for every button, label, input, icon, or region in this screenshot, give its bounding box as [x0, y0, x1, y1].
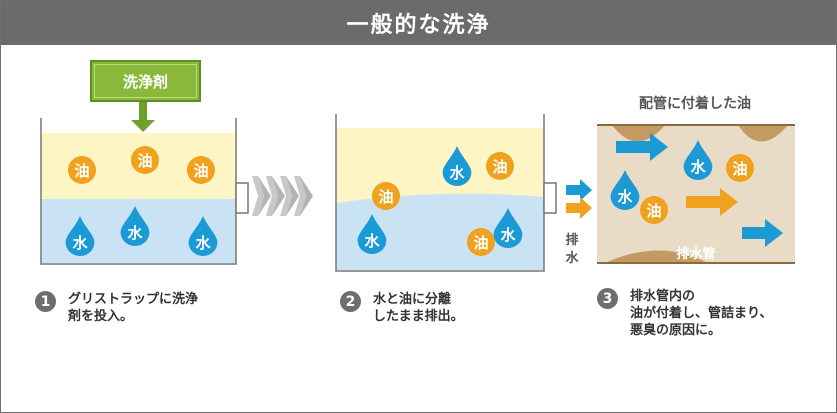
oil-badge — [131, 146, 159, 174]
oil-badge — [372, 182, 400, 210]
detergent-callout: 洗浄剤 — [90, 60, 201, 102]
oil-badge — [68, 156, 96, 184]
step-2-number: 2 — [340, 291, 361, 312]
step-2-line-2: したまま排出。 — [373, 309, 464, 324]
oil-badges — [68, 146, 754, 256]
step-2: 2 水と油に分離 したまま排出。 — [340, 291, 464, 325]
step-3-line-1: 排水管内の — [630, 289, 696, 304]
drain-out-label-top: 排 — [565, 232, 578, 248]
pipe-flow-arrow-1 — [616, 133, 668, 161]
oil-badge-text: 油 — [732, 160, 747, 178]
water-drop-text: 水 — [449, 164, 465, 182]
oil-badge — [726, 154, 754, 182]
water-drop-text: 水 — [127, 224, 143, 242]
pipe-deposit-bottom — [605, 250, 708, 263]
water-drop-text: 水 — [72, 234, 88, 252]
step-3-line-2: 油が付着し、管詰まり、 — [630, 306, 773, 321]
step-1-line-1: グリストラップに洗浄 — [68, 292, 199, 307]
detergent-label: 洗浄剤 — [122, 72, 168, 91]
step-1-number: 1 — [35, 291, 56, 312]
diagram-title: 一般的な洗浄 — [1, 1, 836, 45]
water-drop-text: 水 — [195, 234, 211, 252]
oil-badge-text: 油 — [193, 162, 208, 180]
pipe-deposit-top-right — [738, 125, 788, 142]
outflow-arrows — [566, 179, 592, 219]
pipe-oil-label: 配管に付着した油 — [639, 95, 751, 112]
tank-2-water-layer — [336, 193, 544, 270]
tank-2-outlet — [543, 182, 557, 214]
oil-badge — [486, 152, 514, 180]
oil-badge-text: 油 — [492, 158, 507, 176]
oil-badge-text: 油 — [473, 234, 488, 252]
oil-badge — [187, 156, 215, 184]
oil-badge-text: 油 — [646, 202, 661, 220]
water-drop-text: 水 — [364, 232, 380, 250]
oil-badge-text: 油 — [137, 152, 152, 170]
tank-1-outlet — [235, 182, 249, 214]
water-drop-text: 水 — [500, 226, 516, 244]
pipe-flow-arrow-3 — [742, 219, 783, 247]
oil-badge-text: 油 — [378, 188, 393, 206]
water-drop-text: 水 — [617, 188, 633, 206]
oil-badge — [467, 228, 495, 256]
detergent-arrow — [131, 98, 155, 132]
step-1: 1 グリストラップに洗浄 剤を投入。 — [35, 291, 198, 325]
step-3: 3 排水管内の 油が付着し、管詰まり、 悪臭の原因に。 — [597, 288, 772, 339]
step-2-line-1: 水と油に分離 — [373, 292, 452, 307]
pipe-flow-arrow-2 — [686, 188, 738, 216]
water-drop-text: 水 — [690, 158, 706, 176]
step-3-line-3: 悪臭の原因に。 — [630, 323, 722, 338]
flow-chevrons — [252, 176, 313, 216]
oil-badge-text: 油 — [74, 162, 89, 180]
drain-pipe-label: 排水管 — [676, 246, 715, 262]
oil-badge — [640, 196, 668, 224]
step-3-number: 3 — [597, 288, 618, 309]
step-1-line-2: 剤を投入。 — [68, 309, 134, 324]
drain-out-label-bottom: 水 — [565, 250, 579, 266]
pipe-deposit-top-left — [612, 125, 665, 142]
